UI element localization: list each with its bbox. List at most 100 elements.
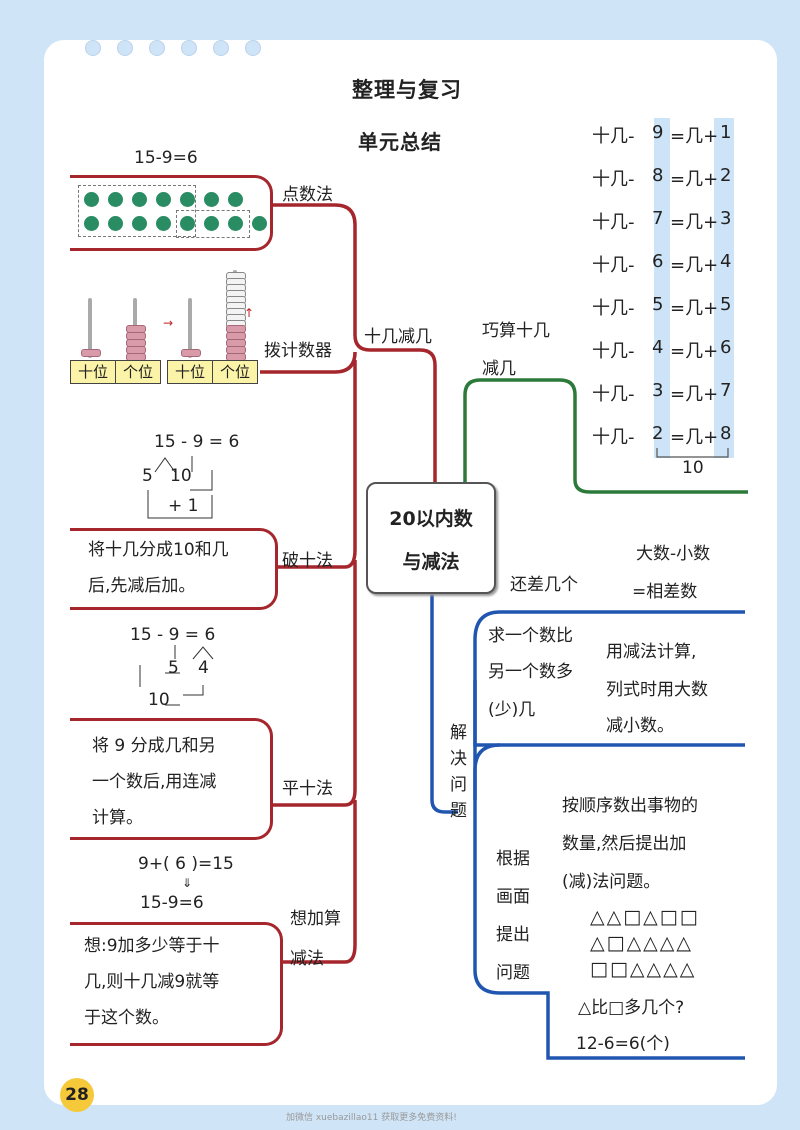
- center-node-line: 20以内数: [389, 508, 473, 530]
- diff-question: 另一个数多: [488, 662, 573, 682]
- diff-rule: 大数-小数: [636, 544, 711, 564]
- dot: [156, 216, 171, 231]
- branch-dot-method: 点数法: [282, 185, 333, 205]
- page-number: 28: [60, 1078, 94, 1112]
- dot: [180, 216, 195, 231]
- binder-ring: [181, 40, 197, 56]
- binder-ring: [117, 40, 133, 56]
- highlight-column: [714, 118, 734, 458]
- quick-cell: =几+: [670, 384, 719, 405]
- branch-main-left: 十几减几: [364, 327, 432, 347]
- connector-picture-top: [473, 743, 501, 812]
- branch-think-add-2: 减法: [290, 949, 324, 969]
- connector-solve: [430, 592, 458, 814]
- branch-quick-2: 减几: [482, 359, 516, 379]
- dot-equation: 15-9=6: [134, 148, 198, 168]
- quick-cell: =几+: [670, 212, 719, 233]
- dot: [132, 216, 147, 231]
- quick-cell: 7: [652, 208, 664, 229]
- flat-split-b: 4: [198, 658, 209, 678]
- dots-ten-frame: [78, 185, 196, 237]
- dot: [84, 192, 99, 207]
- break-text-line: 将十几分成10和几: [88, 540, 229, 560]
- break-text-box: [70, 528, 278, 610]
- page-title: 整理与复习: [352, 78, 462, 102]
- break-sum: + 1: [168, 496, 199, 516]
- diff-answer: 用减法计算,: [606, 642, 697, 662]
- dot: [252, 216, 267, 231]
- dot-box: [70, 175, 273, 251]
- connector-diff-top: [473, 610, 745, 800]
- arrow-right-icon: →: [163, 316, 174, 330]
- dot: [132, 192, 147, 207]
- dot: [204, 192, 219, 207]
- quick-cell: =几+: [670, 169, 719, 190]
- arrow-up-icon: ↑: [244, 306, 255, 320]
- counter-bead: [181, 349, 201, 357]
- dots-taken-frame: [176, 210, 250, 238]
- flat-rest: 10: [148, 690, 170, 710]
- branch-solve: 解决 问题: [450, 723, 467, 821]
- break-split-a: 5: [142, 466, 153, 486]
- think-text-line: 几,则十几减9就等: [84, 972, 220, 992]
- branch-picture: 根据画面 提出问题: [496, 849, 530, 983]
- connector-think: [280, 800, 357, 964]
- connector-picture-bottom: [473, 812, 745, 1060]
- quick-cell: =几+: [670, 427, 719, 448]
- quick-cell: 6: [652, 251, 664, 272]
- quick-cell: 5: [652, 294, 664, 315]
- flat-split-a: 5: [168, 658, 179, 678]
- flat-text-line: 计算。: [92, 808, 143, 828]
- dot: [228, 216, 243, 231]
- branch-break-ten: 破十法: [282, 551, 333, 571]
- shape-row: □□△△△△: [590, 958, 697, 980]
- diff-answer: 列式时用大数: [606, 680, 708, 700]
- branch-flat-ten: 平十法: [282, 779, 333, 799]
- binder-ring: [149, 40, 165, 56]
- binder-ring: [213, 40, 229, 56]
- diff-question: (少)几: [488, 700, 536, 720]
- quick-cell: 十几-: [592, 212, 635, 233]
- highlight-column: [654, 118, 670, 458]
- connector-flat: [270, 560, 357, 807]
- quick-cell: 十几-: [592, 341, 635, 362]
- quick-cell: 十几-: [592, 427, 635, 448]
- shape-row: △△□△□□: [590, 906, 700, 928]
- counter-label: 个位: [115, 360, 161, 384]
- dot: [108, 192, 123, 207]
- footer-note: 加微信 xuebazillao11 获取更多免费资料!: [286, 1113, 457, 1123]
- quick-cell: 4: [652, 337, 664, 358]
- binder-ring: [245, 40, 261, 56]
- quick-cell: 2: [652, 423, 664, 444]
- picture-text: (减)法问题。: [562, 872, 661, 892]
- quick-cell: 十几-: [592, 169, 635, 190]
- connector-diff-bottom: [473, 680, 745, 747]
- connector-break: [275, 360, 357, 569]
- branch-think-add: 想加算: [290, 909, 341, 929]
- quick-brace: [656, 448, 729, 458]
- connector-main: [400, 348, 437, 482]
- think-eq1: 9+( 6 )=15: [138, 854, 234, 874]
- quick-cell: 8: [720, 423, 732, 444]
- break-equation: 15 - 9 = 6: [154, 432, 240, 452]
- flat-text-line: 将 9 分成几和另: [92, 736, 216, 756]
- branch-quick: 巧算十几: [482, 321, 550, 341]
- diff-rule: =相差数: [632, 582, 698, 602]
- quick-cell: 6: [720, 337, 732, 358]
- break-text-line: 后,先减后加。: [88, 576, 196, 596]
- diff-answer: 减小数。: [606, 716, 674, 736]
- quick-cell: 3: [652, 380, 664, 401]
- flat-text-line: 一个数后,用连减: [92, 772, 217, 792]
- quick-cell: 9: [652, 122, 664, 143]
- dot: [228, 192, 243, 207]
- center-node-line: 与减法: [402, 551, 460, 573]
- flat-split-lines: [139, 645, 214, 706]
- dot: [180, 192, 195, 207]
- quick-total: 10: [682, 458, 704, 478]
- think-text-line: 想:9加多少等于十: [84, 936, 220, 956]
- connector-counter: [260, 351, 357, 374]
- counter-label: 十位: [70, 360, 116, 384]
- picture-text: 按顺序数出事物的: [562, 796, 698, 816]
- dot: [84, 216, 99, 231]
- picture-text: 数量,然后提出加: [562, 834, 687, 854]
